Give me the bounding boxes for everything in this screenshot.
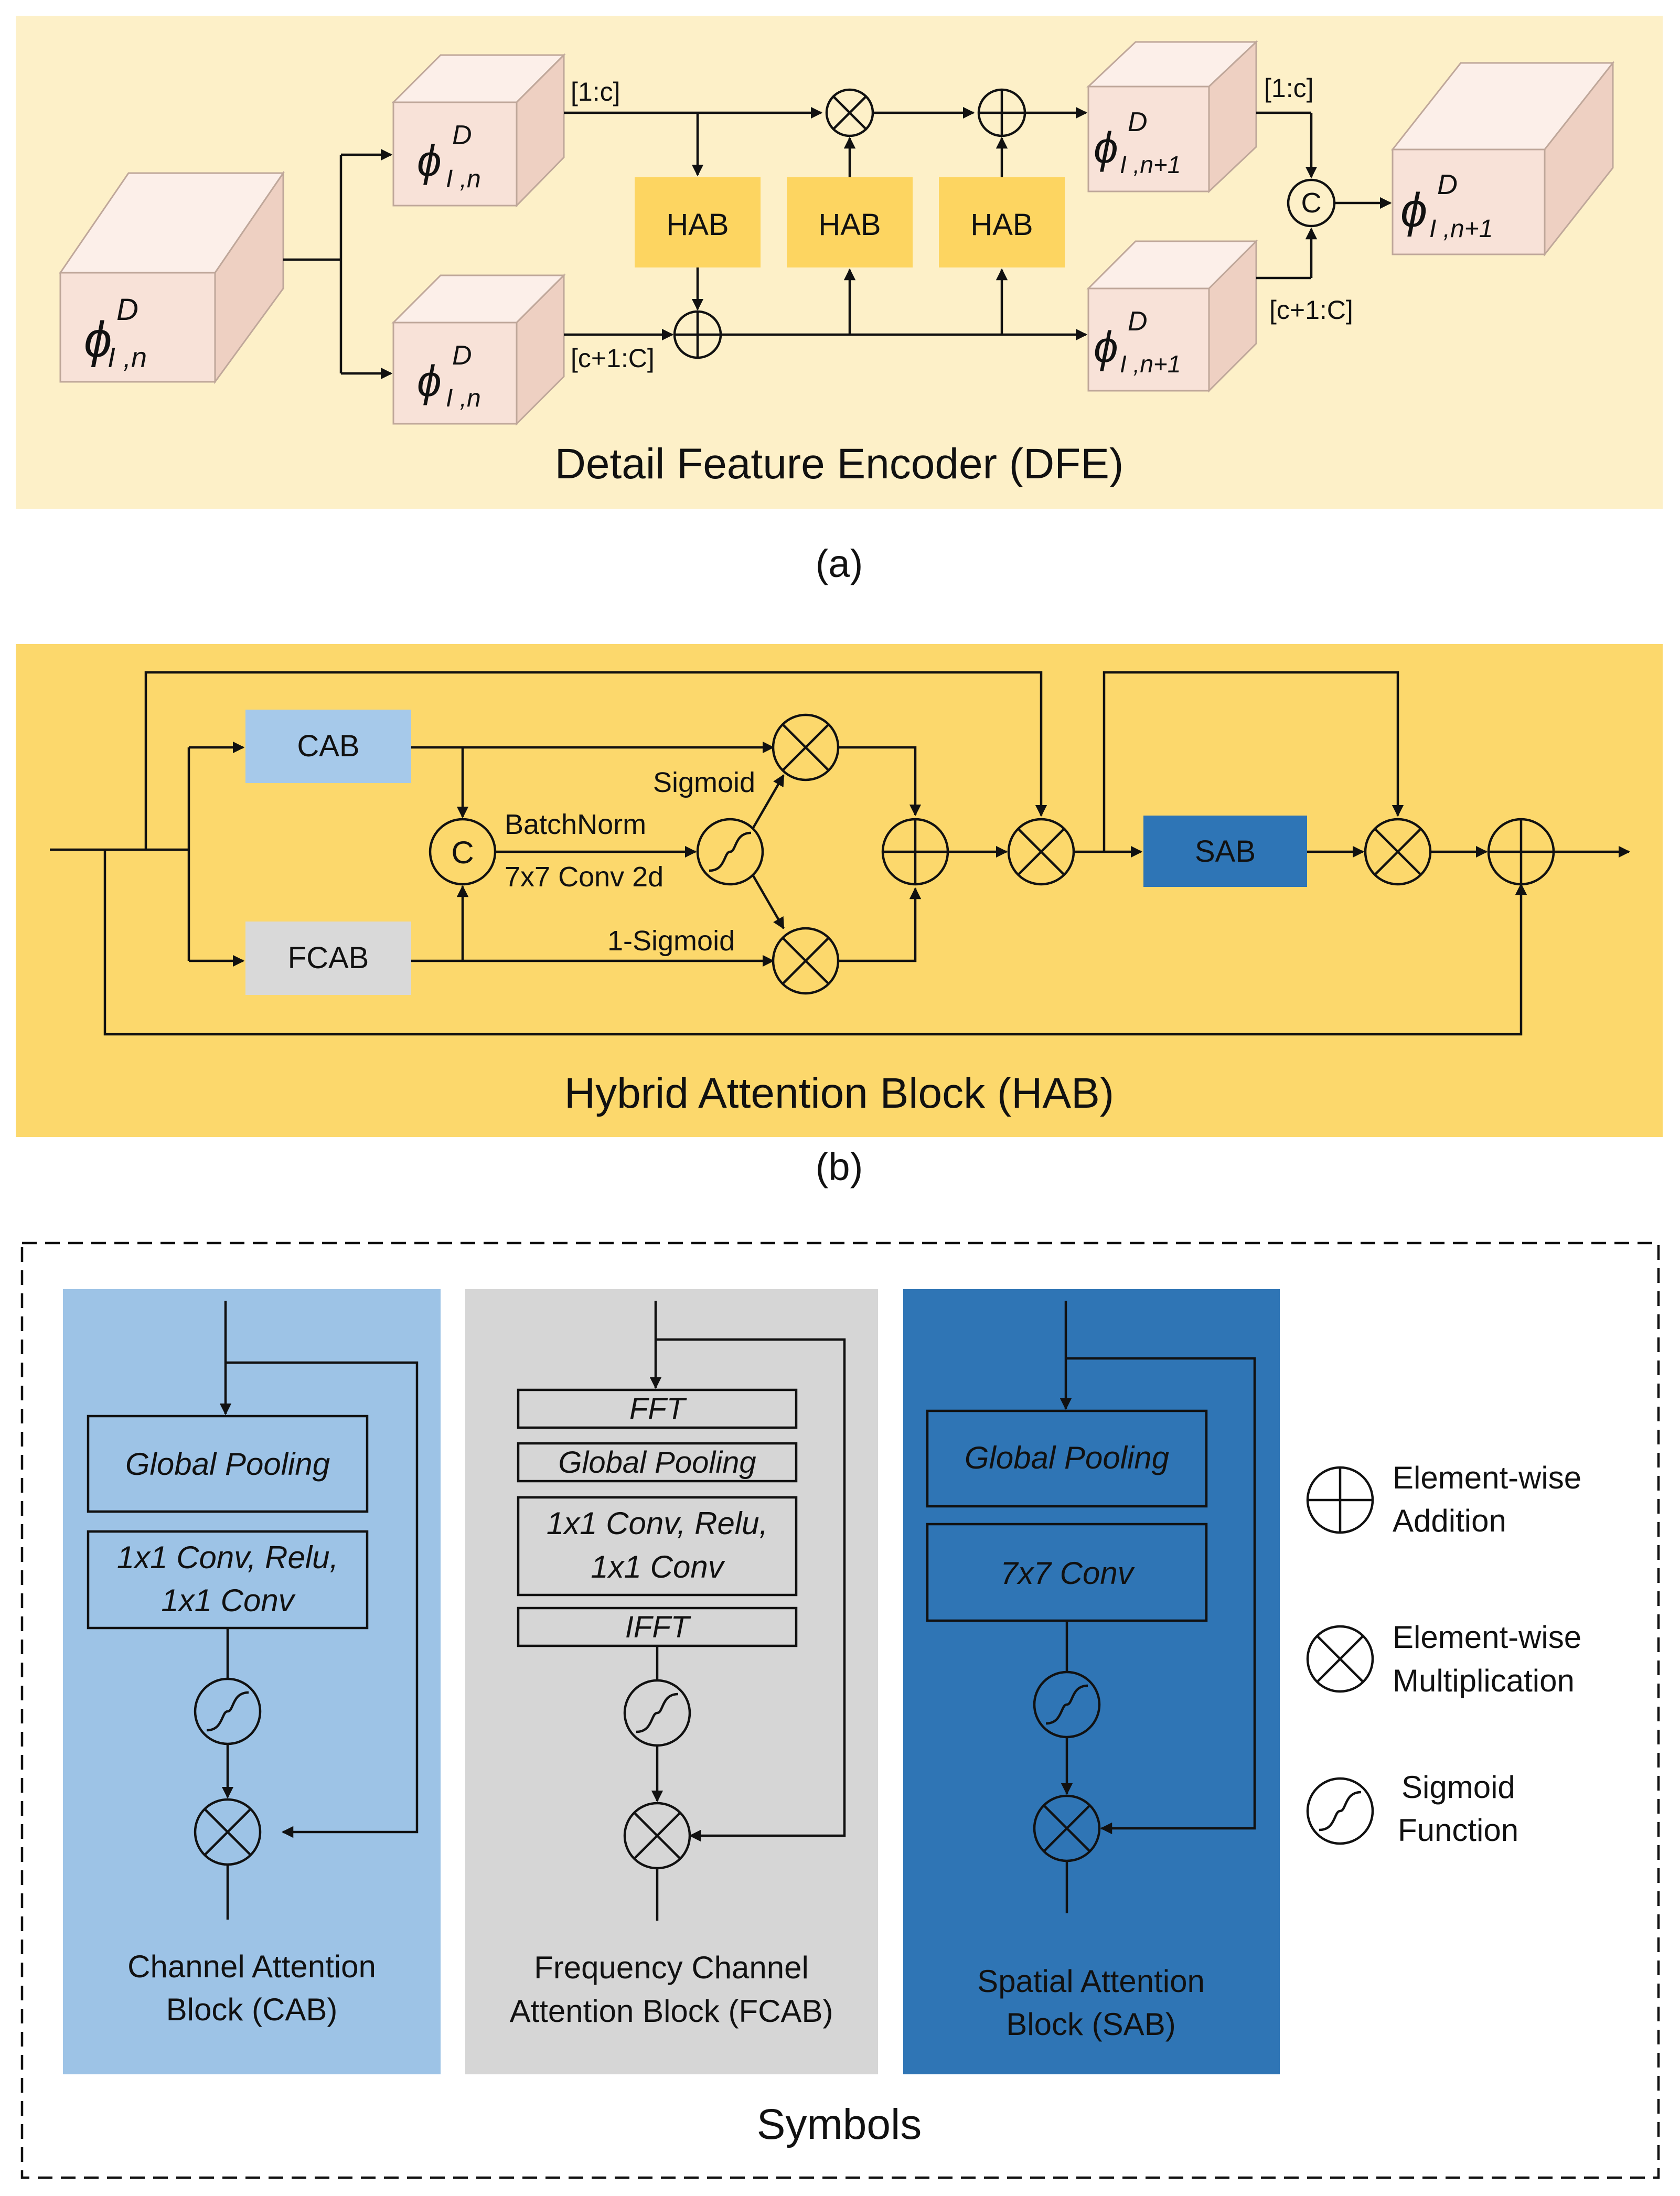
output-cube: ϕ D I ,n+1 (1390, 60, 1615, 257)
input-cube: ϕ D I ,n (59, 170, 285, 384)
cab-conv-label-2: 1x1 Conv (161, 1583, 295, 1618)
symbols-title: Symbols (757, 2101, 922, 2148)
sigmoid-label: Sigmoid (653, 767, 755, 798)
cab-detail-panel: Global Pooling 1x1 Conv, Relu, 1x1 Conv … (63, 1289, 441, 2074)
input-phi-sub: I ,n (108, 342, 147, 373)
panel-a-dfe: ϕ D I ,n ϕ D I ,n ϕ D I ,n ϕ (16, 16, 1663, 509)
cab-block-label: CAB (297, 729, 359, 763)
add-operator-a-top (979, 90, 1025, 136)
legend-sig-label-2: Function (1398, 1813, 1518, 1848)
result-bottom-sup: D (1128, 306, 1148, 337)
output-phi: ϕ (1400, 184, 1427, 237)
split-top-sup: D (452, 120, 472, 151)
dfe-connections (283, 106, 1392, 380)
fcab-fft-label: FFT (629, 1392, 687, 1426)
concat-operator-a: C (1287, 178, 1336, 228)
sab-detail-label-1: Spatial Attention (977, 1964, 1205, 1999)
split-bottom-sup: D (452, 340, 472, 371)
legend-mul-label-2: Multiplication (1393, 1663, 1575, 1698)
input-phi-symbol: ϕ (84, 312, 112, 368)
result-bottom-phi: ϕ (1094, 322, 1118, 371)
legend-add-icon (1308, 1467, 1373, 1533)
result-bottom-sub: I ,n+1 (1120, 350, 1181, 378)
caption-a: (a) (816, 542, 863, 585)
sab-detail-panel: Global Pooling 7x7 Conv Spatial Attentio… (903, 1289, 1280, 2074)
fcab-conv-label-1: 1x1 Conv, Relu, (547, 1506, 768, 1541)
hab-block-1-label: HAB (666, 208, 729, 242)
split-cube-bottom: ϕ D I ,n (391, 273, 566, 426)
merge-label-top: [1:c] (1264, 73, 1313, 103)
split-bottom-sub: I ,n (446, 384, 481, 412)
hab-connections (50, 671, 1631, 1036)
sab-pool-label: Global Pooling (965, 1440, 1169, 1475)
cab-conv-label-1: 1x1 Conv, Relu, (117, 1540, 338, 1575)
split-top-sub: I ,n (446, 165, 481, 193)
fcab-block: FCAB (245, 922, 411, 995)
cab-detail-label-1: Channel Attention (127, 1949, 376, 1984)
split-label-bottom: [c+1:C] (571, 344, 655, 373)
legend: Element-wise Addition Element-wise Multi… (1308, 1460, 1581, 1848)
sab-block-label: SAB (1195, 834, 1256, 869)
result-cube-bottom: ϕ D I ,n+1 (1086, 239, 1258, 393)
split-top-phi: ϕ (417, 136, 442, 185)
fcab-pool-label: Global Pooling (558, 1445, 756, 1480)
hab-block-1: HAB (635, 177, 761, 267)
symbols-frame (20, 1241, 1660, 2179)
concat-operator-b-label: C (451, 835, 474, 870)
fcab-detail-panel: FFT Global Pooling 1x1 Conv, Relu, 1x1 C… (465, 1289, 878, 2074)
fcab-detail-label-1: Frequency Channel (534, 1950, 809, 1985)
add-operator-a-bottom (675, 312, 721, 358)
hab-block-2: HAB (787, 177, 913, 267)
conv-label: 7x7 Conv 2d (505, 861, 664, 893)
sab-detail-label-2: Block (SAB) (1006, 2007, 1175, 2042)
panel-c-symbols: Global Pooling 1x1 Conv, Relu, 1x1 Conv … (20, 1241, 1660, 2179)
legend-add-label-1: Element-wise (1393, 1460, 1581, 1495)
fcab-conv-label-2: 1x1 Conv (591, 1549, 725, 1584)
add-operator-b-2 (1489, 819, 1554, 884)
result-cube-top: ϕ D I ,n+1 (1086, 40, 1258, 194)
hab-title: Hybrid Attention Block (HAB) (564, 1069, 1114, 1117)
sab-conv-label: 7x7 Conv (1000, 1556, 1135, 1591)
cab-block: CAB (245, 710, 411, 783)
one-minus-sigmoid-label: 1-Sigmoid (607, 925, 735, 957)
panel-b-hab: CAB FCAB SAB (16, 644, 1663, 1137)
fcab-block-label: FCAB (288, 941, 369, 975)
legend-sigmoid-icon (1308, 1779, 1373, 1844)
legend-mul-label-1: Element-wise (1393, 1620, 1581, 1655)
split-label-top: [1:c] (571, 77, 620, 106)
caption-b: (b) (816, 1145, 863, 1188)
result-top-sub: I ,n+1 (1120, 151, 1181, 178)
add-operator-b-1 (883, 819, 948, 884)
hab-block-3: HAB (939, 177, 1065, 267)
hab-block-3-label: HAB (970, 208, 1033, 242)
output-phi-sub: I ,n+1 (1429, 215, 1493, 243)
concat-operator-b: C (429, 818, 497, 886)
fcab-detail-label-2: Attention Block (FCAB) (510, 1994, 833, 2029)
legend-multiply-icon (1308, 1626, 1373, 1691)
legend-sig-label-1: Sigmoid (1401, 1770, 1515, 1805)
output-phi-sup: D (1437, 169, 1458, 200)
split-bottom-phi: ϕ (417, 356, 442, 405)
input-phi-sup: D (116, 293, 138, 327)
sab-block: SAB (1143, 816, 1307, 887)
result-top-phi: ϕ (1094, 123, 1118, 172)
split-cube-top: ϕ D I ,n (391, 53, 566, 208)
legend-add-label-2: Addition (1393, 1503, 1506, 1538)
batchnorm-label: BatchNorm (505, 809, 646, 840)
dfe-title: Detail Feature Encoder (DFE) (555, 440, 1124, 488)
hab-block-2-label: HAB (818, 208, 881, 242)
result-top-sup: D (1128, 107, 1148, 137)
concat-operator-a-label: C (1301, 187, 1322, 219)
cab-pool-label: Global Pooling (125, 1447, 330, 1482)
cab-detail-label-2: Block (CAB) (166, 1992, 338, 2027)
fcab-ifft-label: IFFT (625, 1610, 691, 1644)
merge-label-bottom: [c+1:C] (1269, 295, 1353, 325)
